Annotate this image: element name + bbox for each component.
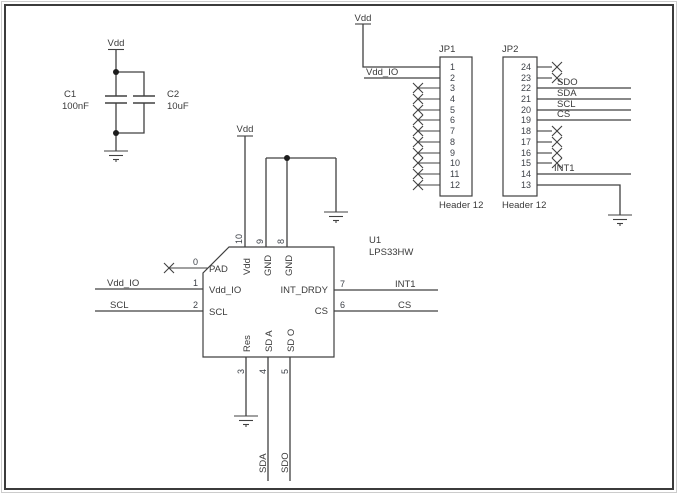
u1-pin-name: CS [315,306,328,317]
jp1-pin-number: 2 [450,73,455,83]
vdd-power-label: Vdd [237,124,254,135]
net-label-int1: INT1 [554,163,575,174]
jp1-pin-number: 4 [450,94,455,104]
jp2-pin-number: 19 [521,115,531,125]
u1-pin-name: GND [284,255,295,276]
jp2-pin-number: 24 [521,62,531,72]
jp1-pin-number: 1 [450,62,455,72]
u1-part: LPS33HW [369,247,413,258]
u1-pin-number: 5 [280,369,290,374]
jp1-pin-number: 10 [450,158,460,168]
c1-ref: C1 [64,89,76,100]
jp2-net-wires [537,87,633,227]
jp2-body [502,56,538,197]
jp2-header-section: JP2 Header 12 24 23 22 21 20 19 18 17 16… [502,44,633,227]
net-label-sdo: SDO [557,77,578,88]
wire [116,71,145,96]
jp2-pin-number: 14 [521,169,531,179]
jp1-pin-number: 12 [450,180,460,190]
jp2-pin-number: 15 [521,158,531,168]
u1-pin-name: INT_DRDY [280,285,328,296]
jp2-type: Header 12 [502,200,546,211]
jp2-pin-number: 17 [521,137,531,147]
net-label-cs: CS [557,109,570,120]
jp1-pin-number: 5 [450,105,455,115]
net-label-cs: CS [398,300,411,311]
net-label-int1: INT1 [395,279,416,290]
jp2-pin-numbers: 24 23 22 21 20 19 18 17 16 15 14 13 [521,62,531,190]
c1-value: 100nF [62,101,89,112]
vdd-power-label: Vdd [355,13,372,24]
jp1-body [439,56,473,197]
u1-pin-number: 0 [193,257,198,267]
jp1-type: Header 12 [439,200,483,211]
jp1-pin-number: 11 [450,169,459,179]
u1-pin-number: 9 [255,239,265,244]
wire-gnd [537,184,621,215]
u1-pin-number: 1 [193,278,198,288]
jp1-pin-number: 8 [450,137,455,147]
jp1-no-connect-stubs [412,82,440,191]
jp2-pin-number: 23 [521,73,531,83]
jp1-pin-number: 6 [450,115,455,125]
net-label-sda: SDA [557,88,577,99]
u1-ref: U1 [369,235,381,246]
u1-pin-name: SCL [209,307,227,318]
wire [362,24,440,68]
net-label-vdd-io: Vdd_IO [107,278,139,289]
u1-pin-name: GND [263,255,274,276]
jp1-header-section: Vdd Vdd_IO JP1 Header 12 1 2 3 4 5 6 7 8… [355,13,484,211]
u1-pin-number: 2 [193,300,198,310]
net-label-scl: SCL [110,300,128,311]
vdd-power-label: Vdd [108,38,125,49]
u1-pin-number: 8 [276,239,286,244]
u1-pin-name: SD A [264,330,275,352]
wire [116,103,145,134]
jp2-pin-number: 21 [521,94,531,104]
net-label-sda: SDA [258,453,269,473]
u1-pin-number: 4 [258,369,268,374]
c2-value: 10uF [167,101,189,112]
u1-section: U1 LPS33HW Vdd 10 9 8 Vdd GND GND 0 PAD … [95,124,438,481]
jp2-pin-number: 13 [521,180,531,190]
u1-pin-name: SD O [286,329,297,352]
jp2-pin-number: 16 [521,148,531,158]
decoupling-caps-section: Vdd C1 100nF C2 10uF [62,38,189,163]
jp1-pin-numbers: 1 2 3 4 5 6 7 8 9 10 11 12 [450,62,460,190]
jp2-no-connect-stubs [537,61,563,169]
jp1-pin-number: 9 [450,148,455,158]
c2-ref: C2 [167,89,179,100]
jp2-pin-number: 22 [521,83,531,93]
net-label-sdo: SDO [280,452,291,473]
u1-pin-name: PAD [209,264,228,275]
jp2-pin-number: 18 [521,126,531,136]
jp2-ref: JP2 [502,44,518,55]
junction-dot [284,155,290,161]
u1-pin-number: 3 [236,369,246,374]
u1-pin-number: 7 [340,279,345,289]
u1-pin-number: 6 [340,300,345,310]
jp1-pin-number: 7 [450,126,455,136]
net-label-vdd-io: Vdd_IO [366,67,398,78]
u1-pin-name: Res [242,335,253,352]
u1-pin-name: Vdd_IO [209,285,241,296]
u1-pin-name: Vdd [242,258,253,275]
junction-dot [113,69,119,75]
u1-pin-number: 10 [234,234,244,244]
jp2-pin-number: 20 [521,105,531,115]
net-label-scl: SCL [557,99,575,110]
jp1-pin-number: 3 [450,83,455,93]
jp1-ref: JP1 [439,44,455,55]
junction-dot [113,130,119,136]
